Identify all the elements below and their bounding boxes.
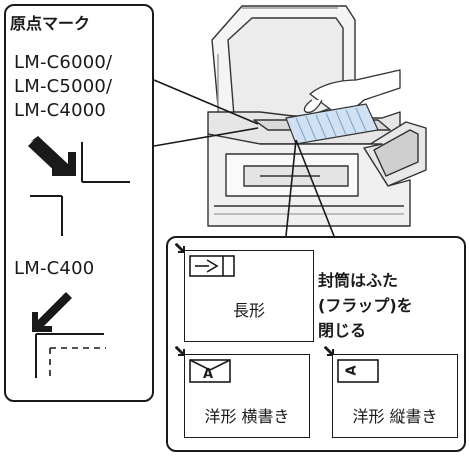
model-name-c5000: LM-C5000/ [14,76,113,97]
small-corner-arrow-icon [175,346,185,356]
model-name-c4000: LM-C4000 [14,100,107,121]
envelope-flap-icon [189,255,235,277]
envelope-flap-icon [337,359,379,383]
model-name-c6000: LM-C6000/ [14,52,113,73]
envelope-long: 長形 [184,250,314,342]
origin-mark-title: 原点マーク [10,14,91,33]
envelope-label-western-vertical: 洋形 縦書き [352,407,438,426]
printer-illustration [153,5,427,236]
envelope-western-vertical: A 洋形 縦書き [332,354,458,438]
envelope-flap-letter: A [203,367,214,382]
envelope-flap-letter: A [344,365,360,376]
envelope-flap-icon [189,359,231,383]
model-name-c400: LM-C400 [14,258,95,279]
small-corner-arrow-icon [324,346,334,356]
origin-mark-callout [4,4,154,402]
envelope-label-long: 長形 [232,301,265,320]
small-corner-arrow-icon [175,243,185,253]
origin-corner-arrow-icon [28,136,130,236]
envelope-label-western-horizontal: 洋形 横書き [204,407,290,426]
origin-corner-arrow-icon [32,292,106,378]
envelope-western-horizontal: A 洋形 横書き [184,354,310,438]
envelope-flap-note: 封筒はふた (フラップ)を 閉じる [318,271,413,340]
